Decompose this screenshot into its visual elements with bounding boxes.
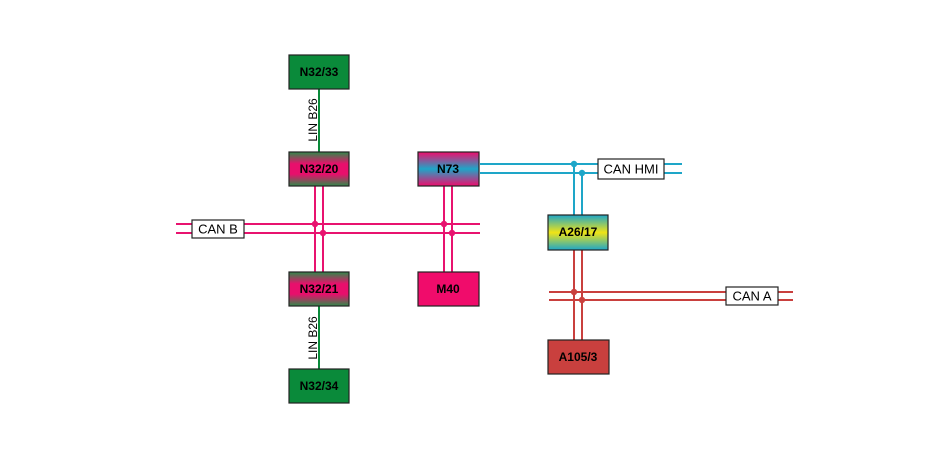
can-a-junctions (570, 288, 586, 304)
can-b-label-text: CAN B (198, 221, 238, 236)
ecu-n32-20: N32/20 (288, 151, 350, 187)
can-a-label: CAN A (725, 286, 779, 306)
ecu-m40: M40 (417, 271, 480, 307)
can-b-junctions (311, 220, 456, 237)
ecu-a26-17-label: A26/17 (559, 225, 598, 239)
lin-label-lower: LIN B26 (306, 316, 320, 360)
ecu-n32-21: N32/21 (288, 271, 350, 307)
can-b-label: CAN B (191, 219, 245, 239)
can-hmi-label-text: CAN HMI (604, 161, 659, 176)
ecu-n32-33: N32/33 (288, 54, 350, 90)
ecu-n32-20-label: N32/20 (300, 162, 339, 176)
ecu-m40-label: M40 (436, 282, 460, 296)
can-hmi-label: CAN HMI (597, 158, 665, 180)
can-a-label-text: CAN A (732, 288, 771, 303)
ecu-n73-label: N73 (437, 162, 459, 176)
can-hmi-junctions (570, 160, 586, 177)
ecu-a26-17: A26/17 (547, 214, 609, 251)
ecu-n32-34: N32/34 (288, 368, 350, 404)
ecu-n32-34-label: N32/34 (300, 379, 339, 393)
ecu-a105-3: A105/3 (547, 339, 610, 375)
ecu-n32-33-label: N32/33 (300, 65, 339, 79)
ecu-n73: N73 (417, 151, 480, 187)
lin-label-upper: LIN B26 (306, 98, 320, 142)
ecu-a105-3-label: A105/3 (559, 350, 598, 364)
ecu-n32-21-label: N32/21 (300, 282, 339, 296)
